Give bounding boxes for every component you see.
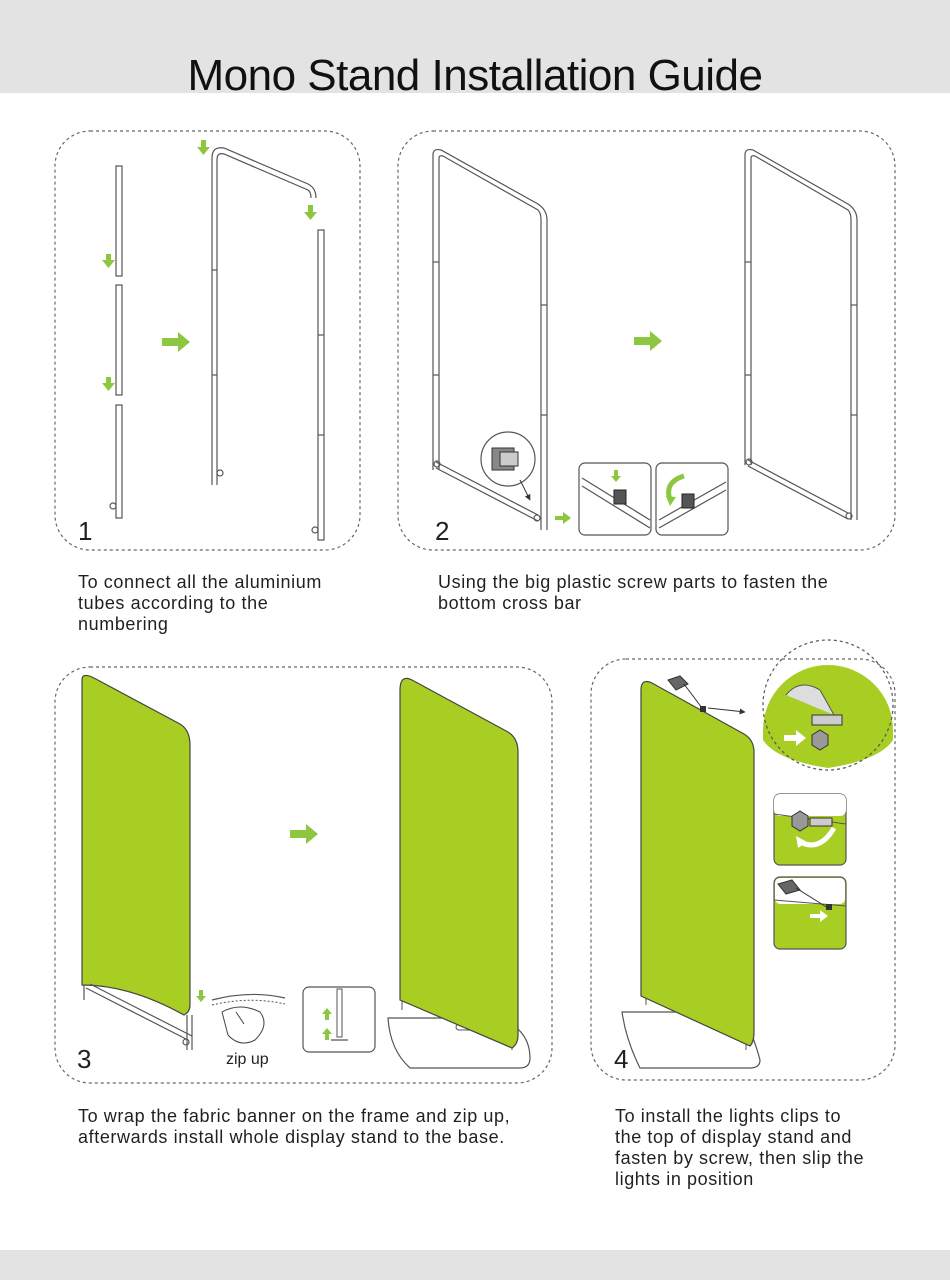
page-title: Mono Stand Installation Guide [187,51,764,101]
step-4-clip-detail-2 [773,793,847,866]
step-2-panel [397,130,896,551]
step-1-panel [54,130,361,551]
caption-line: fasten by screw, then slip the [615,1148,865,1168]
step-3-caption: To wrap the fabric banner on the frame a… [78,1106,578,1148]
caption-line: To connect all the aluminium [78,572,322,592]
step-1-arrow-right [162,332,190,352]
caption-line: To wrap the fabric banner on the frame a… [78,1106,511,1126]
step-2-screw-detail-1 [578,462,652,536]
caption-line: bottom cross bar [438,593,582,613]
caption-line: Using the big plastic screw parts to fas… [438,572,829,592]
step-3-zip-detail [209,986,286,1051]
caption-line: To install the lights clips to [615,1106,842,1126]
step-1-assembled-frame [211,147,325,541]
step-4-number: 4 [614,1044,629,1074]
caption-line: lights in position [615,1169,754,1189]
header-bar [0,0,950,93]
footer-bar [0,1250,950,1280]
step-2-caption: Using the big plastic screw parts to fas… [438,572,908,614]
step-2-screw-detail-2 [655,462,729,536]
step-3-arrow-right [290,824,318,844]
step-3-panel [54,666,553,1084]
step-2-small-arrow-right [555,512,571,524]
step-3-banner-left [81,674,191,1016]
step-3-frame-bottom [83,983,193,1050]
step-1-number: 1 [78,516,93,546]
step-1-caption: To connect all the aluminium tubes accor… [78,572,378,635]
step-1-tubes [109,165,123,519]
step-1-arrows-down [102,140,317,391]
step-2-arrow-right [634,331,662,351]
step-4-caption: To install the lights clips to the top o… [615,1106,935,1190]
step-2-frame-open [432,148,548,530]
step-4-panel [590,658,896,1081]
step-3-small-arrow-down [196,990,206,1002]
step-3-stand-on-base [387,677,531,1069]
zip-up-label: zip up [226,1051,269,1068]
step-2-frame-assembled [744,148,858,520]
caption-line: numbering [78,614,169,634]
step-3-number: 3 [77,1044,92,1074]
step-4-clip-detail-3 [773,876,847,950]
caption-line: the top of display stand and [615,1127,852,1147]
caption-line: tubes according to the [78,593,269,613]
caption-line: afterwards install whole display stand t… [78,1127,505,1147]
step-2-magnifier-detail [480,431,536,501]
step-4-stand [621,675,761,1069]
step-3-base-detail [302,986,376,1053]
step-4-clip-detail-1 [762,639,894,771]
step-2-number: 2 [435,516,450,546]
